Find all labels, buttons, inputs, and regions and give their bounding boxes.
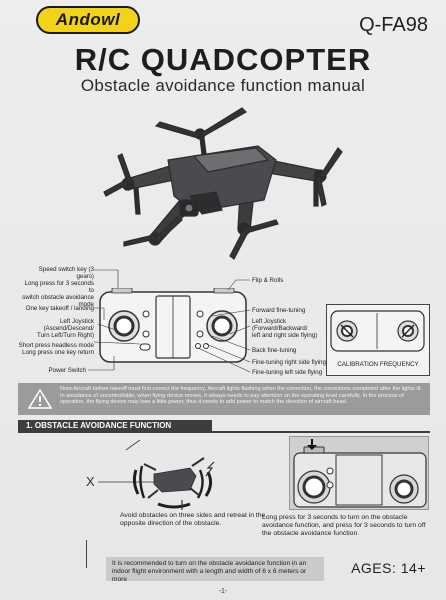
brand-logo: Andowl (36, 6, 140, 34)
obstacle-avoid-illustration (98, 440, 215, 510)
label-power-switch: Power Switch (48, 367, 86, 374)
arrow-down-icon (307, 439, 317, 450)
note-divider (86, 540, 87, 568)
page-title: R/C QUADCOPTER (74, 42, 372, 77)
model-number: Q-FA98 (359, 14, 428, 36)
label-speed-switch: Speed switch key (3 gears) (38, 266, 94, 280)
label-right-joystick-2: (Forward/Backward/ (252, 325, 308, 332)
page-number: -1- (218, 588, 228, 595)
label-left-joystick: Left Joystick (59, 318, 94, 325)
warning-bar (18, 383, 430, 415)
label-back-fine-tuning: Back fine-tuning (252, 347, 297, 354)
label-speed-switch-2: Long press for 3 seconds to (24, 280, 94, 294)
label-headless-mode: Short press headless mode (18, 342, 94, 349)
calibration-label: CALIBRATION FREQUENCY (337, 361, 419, 368)
brand-name: Andowl (55, 10, 121, 29)
label-fine-tuning-right: Fine-tuning right side flying (252, 359, 326, 366)
remote-controller-illustration (99, 288, 247, 363)
warning-text: Note:Aircraft before takeoff must first … (60, 386, 422, 406)
ages-label: AGES: 14+ (351, 560, 426, 576)
calibration-box (326, 304, 430, 376)
drone-illustration (103, 107, 343, 260)
label-forward-fine-tuning: Forward fine-tuning (252, 307, 306, 314)
controller-closeup-illustration (293, 446, 427, 508)
x-mark: X (86, 474, 95, 489)
label-takeoff-landing: One key takeoff / landing (25, 305, 94, 312)
section-divider (18, 431, 430, 433)
label-left-joystick-2: (Ascend/Descend/ (43, 325, 94, 332)
leader-lines (88, 269, 251, 373)
label-right-joystick-3: left and right side flying) (252, 332, 318, 339)
page-subtitle: Obstacle avoidance function manual (80, 76, 366, 95)
recommendation-note: It is recommended to turn on the obstacl… (106, 557, 324, 583)
warning-triangle-icon (28, 389, 52, 409)
section-heading: 1. OBSTACLE AVOIDANCE FUNCTION (18, 420, 212, 432)
caption-right: Long press for 3 seconds to turn on the … (262, 514, 426, 537)
label-flip-rolls: Flip & Rolls (252, 277, 284, 284)
calibration-controller-illustration (330, 310, 425, 352)
caption-left: Avoid obstacles on three sides and retre… (120, 512, 266, 527)
label-right-joystick: Left Joystick (252, 318, 287, 325)
label-speed-switch-3: switch obstacle avoidance (22, 294, 94, 301)
label-one-key-return: Long press one key return (22, 349, 94, 356)
label-left-joystick-3: Turn Left/Turn Right) (37, 332, 94, 339)
label-speed-switch-4: mode (78, 301, 94, 308)
label-fine-tuning-left: Fine-tuning left side flying (252, 369, 323, 376)
